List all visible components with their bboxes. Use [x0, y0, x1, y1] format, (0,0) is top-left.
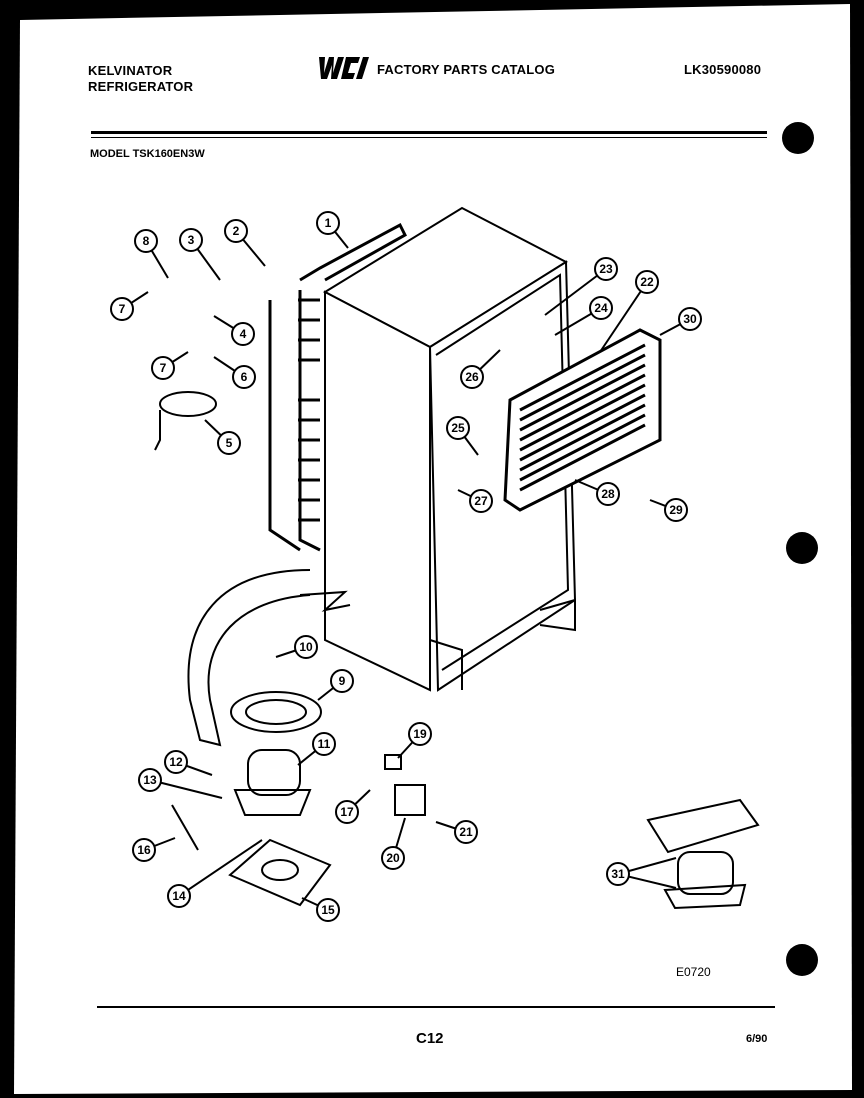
callout-5: 5 — [204, 419, 241, 455]
diagram-code: E0720 — [676, 965, 711, 979]
svg-text:27: 27 — [474, 494, 488, 508]
callout-17: 17 — [335, 789, 371, 824]
callout-24: 24 — [554, 296, 613, 336]
header-rule-thin — [91, 137, 767, 138]
svg-text:11: 11 — [318, 737, 331, 751]
footer-rule — [97, 1006, 775, 1008]
callout-12: 12 — [164, 750, 213, 776]
svg-text:5: 5 — [226, 436, 233, 450]
svg-text:16: 16 — [137, 843, 151, 857]
callout-21: 21 — [435, 820, 478, 844]
callout-20: 20 — [381, 817, 406, 870]
callout-31: 31 — [606, 857, 677, 889]
svg-text:17: 17 — [340, 805, 354, 819]
callout-11: 11 — [297, 732, 336, 766]
filter-drier — [171, 804, 199, 851]
callout-4: 4 — [213, 315, 255, 346]
svg-text:13: 13 — [143, 773, 157, 787]
svg-text:15: 15 — [321, 903, 335, 917]
svg-text:6: 6 — [241, 370, 248, 384]
callout-7a: 7 — [110, 291, 149, 321]
svg-text:3: 3 — [188, 233, 195, 247]
brand-line-1: KELVINATOR — [88, 63, 173, 78]
callout-29: 29 — [649, 498, 688, 522]
condenser-coil — [268, 222, 407, 552]
svg-text:9: 9 — [339, 674, 346, 688]
catalog-code: LK30590080 — [684, 62, 762, 77]
callout-16: 16 — [132, 837, 176, 862]
model-number: MODEL TSK160EN3W — [90, 148, 205, 160]
svg-text:2: 2 — [233, 224, 240, 238]
svg-text:10: 10 — [299, 640, 313, 654]
relay-and-overload — [384, 754, 426, 816]
refrigerator-cabinet — [322, 206, 577, 692]
callout-14: 14 — [167, 839, 263, 908]
punch-hole-bottom — [786, 944, 818, 976]
callout-28: 28 — [574, 479, 620, 506]
compressor-bracket — [228, 838, 332, 907]
svg-text:12: 12 — [169, 755, 183, 769]
svg-text:30: 30 — [683, 312, 697, 326]
replacement-compressor — [646, 798, 760, 910]
callout-23: 23 — [544, 257, 618, 316]
callout-15: 15 — [301, 897, 340, 922]
svg-text:14: 14 — [172, 889, 186, 903]
drain-pan — [230, 691, 322, 733]
svg-text:25: 25 — [451, 421, 465, 435]
svg-text:23: 23 — [599, 262, 613, 276]
wci-logo — [319, 57, 369, 79]
page-number: C12 — [416, 1030, 444, 1047]
punch-hole-top — [782, 122, 814, 154]
svg-text:1: 1 — [325, 216, 332, 230]
callout-13: 13 — [138, 768, 223, 799]
svg-text:4: 4 — [240, 327, 247, 341]
callout-6: 6 — [213, 356, 256, 389]
svg-text:29: 29 — [669, 503, 683, 517]
callout-22: 22 — [599, 270, 659, 353]
callout-8: 8 — [134, 229, 169, 279]
callout-30: 30 — [659, 307, 702, 336]
catalog-title: FACTORY PARTS CATALOG — [377, 62, 556, 77]
svg-text:7: 7 — [160, 361, 167, 375]
callout-27: 27 — [457, 489, 493, 513]
svg-text:21: 21 — [459, 825, 473, 839]
power-cord — [154, 391, 217, 451]
svg-text:19: 19 — [413, 727, 427, 741]
evaporator-coil — [503, 328, 662, 512]
brand-block: KELVINATOR REFRIGERATOR — [88, 63, 193, 95]
callout-9: 9 — [317, 669, 354, 701]
svg-text:8: 8 — [143, 234, 150, 248]
svg-text:20: 20 — [386, 851, 400, 865]
svg-text:7: 7 — [119, 302, 126, 316]
drain-tube — [187, 569, 351, 747]
svg-text:26: 26 — [465, 370, 479, 384]
callout-2: 2 — [224, 219, 266, 267]
revision-date: 6/90 — [746, 1033, 768, 1045]
compressor — [233, 749, 312, 816]
callout-26: 26 — [460, 349, 501, 389]
punch-hole-middle — [786, 532, 818, 564]
callout-7b: 7 — [151, 351, 189, 380]
callout-25: 25 — [446, 416, 479, 456]
brand-line-2: REFRIGERATOR — [88, 79, 194, 94]
header-rule — [91, 131, 767, 134]
svg-text:24: 24 — [594, 301, 608, 315]
callout-10: 10 — [275, 635, 318, 659]
callout-19: 19 — [397, 722, 432, 759]
svg-text:22: 22 — [640, 275, 654, 289]
svg-text:31: 31 — [611, 867, 625, 881]
svg-text:28: 28 — [601, 487, 615, 501]
callouts: 1 2 3 4 5 6 7 7 8 9 10 11 12 13 14 15 16… — [110, 211, 702, 922]
callout-3: 3 — [179, 228, 221, 281]
callout-1: 1 — [316, 211, 349, 249]
